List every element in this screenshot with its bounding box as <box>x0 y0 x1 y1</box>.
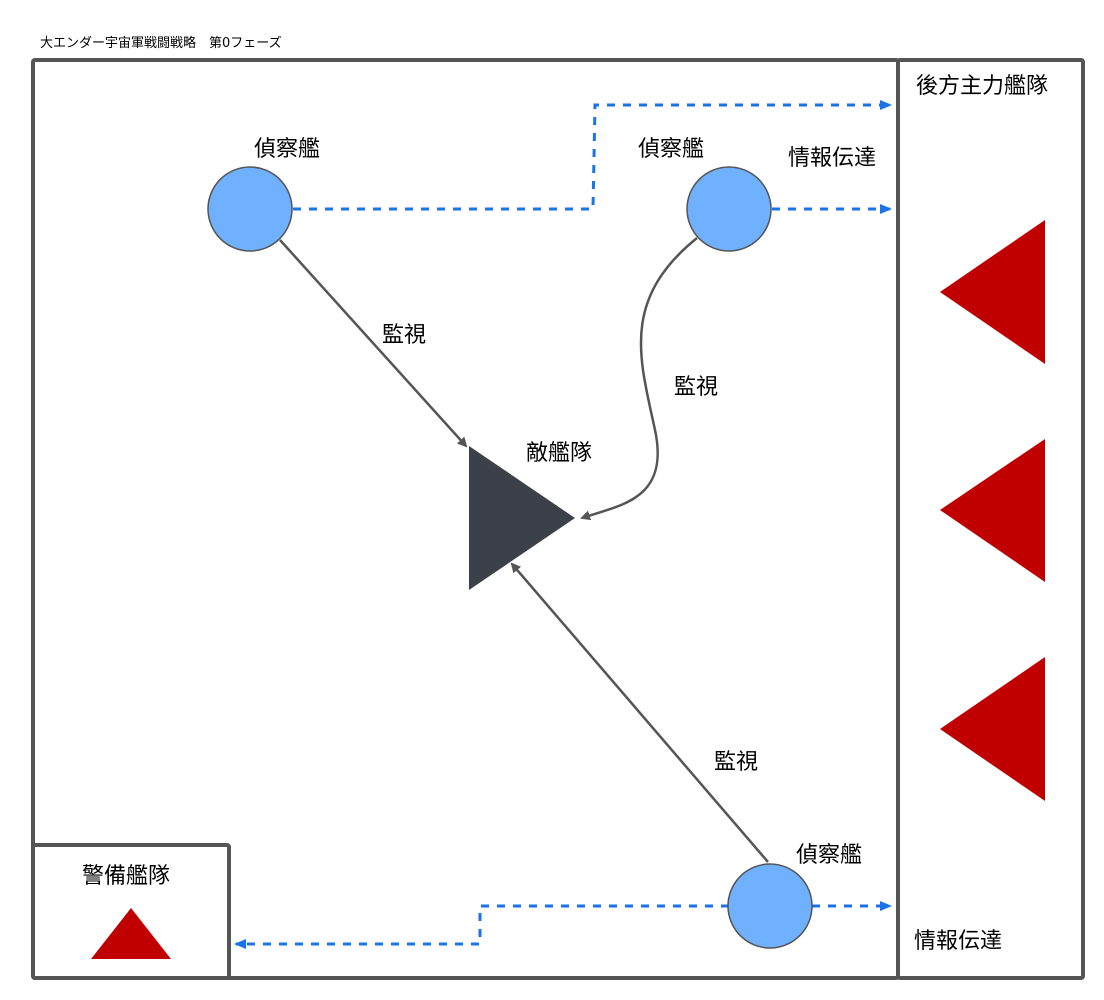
guard-fleet-label: 警備艦隊 <box>82 864 170 889</box>
watch-label-top-right: 監視 <box>674 375 718 400</box>
rear-fleet-ship-1-icon <box>940 220 1045 364</box>
relay-label-top: 情報伝達 <box>788 146 876 171</box>
diagram-title: 大エンダー宇宙軍戦闘戦略 第0フェーズ <box>40 35 282 51</box>
rear-fleet-ship-2-icon <box>940 439 1045 582</box>
relay-line-top <box>293 100 892 211</box>
enemy-fleet-label: 敵艦隊 <box>526 441 592 466</box>
rear-fleet-ship-3-icon <box>940 657 1045 801</box>
scout-label-left: 偵察艦 <box>254 137 320 162</box>
scout-ship-left <box>207 166 293 252</box>
guard-fleet-ship-icon <box>91 908 171 959</box>
enemy-fleet-icon <box>469 446 575 590</box>
scout-ship-top-right <box>686 166 772 252</box>
rear-fleet-panel <box>896 58 1085 980</box>
scout-ship-bottom <box>727 863 813 949</box>
watch-arrow-top-right <box>580 237 698 521</box>
watch-arrow-left <box>279 239 468 448</box>
rear-fleet-label: 後方主力艦隊 <box>916 74 1048 99</box>
watch-arrow-bottom <box>510 562 769 863</box>
relay-line-to-guard <box>234 904 729 949</box>
scout-label-bottom: 偵察艦 <box>796 843 862 868</box>
watch-label-bottom: 監視 <box>714 750 758 775</box>
scout-label-top-right: 偵察艦 <box>638 137 704 162</box>
relay-label-bottom: 情報伝達 <box>914 929 1002 954</box>
watch-label-left: 監視 <box>382 323 426 348</box>
